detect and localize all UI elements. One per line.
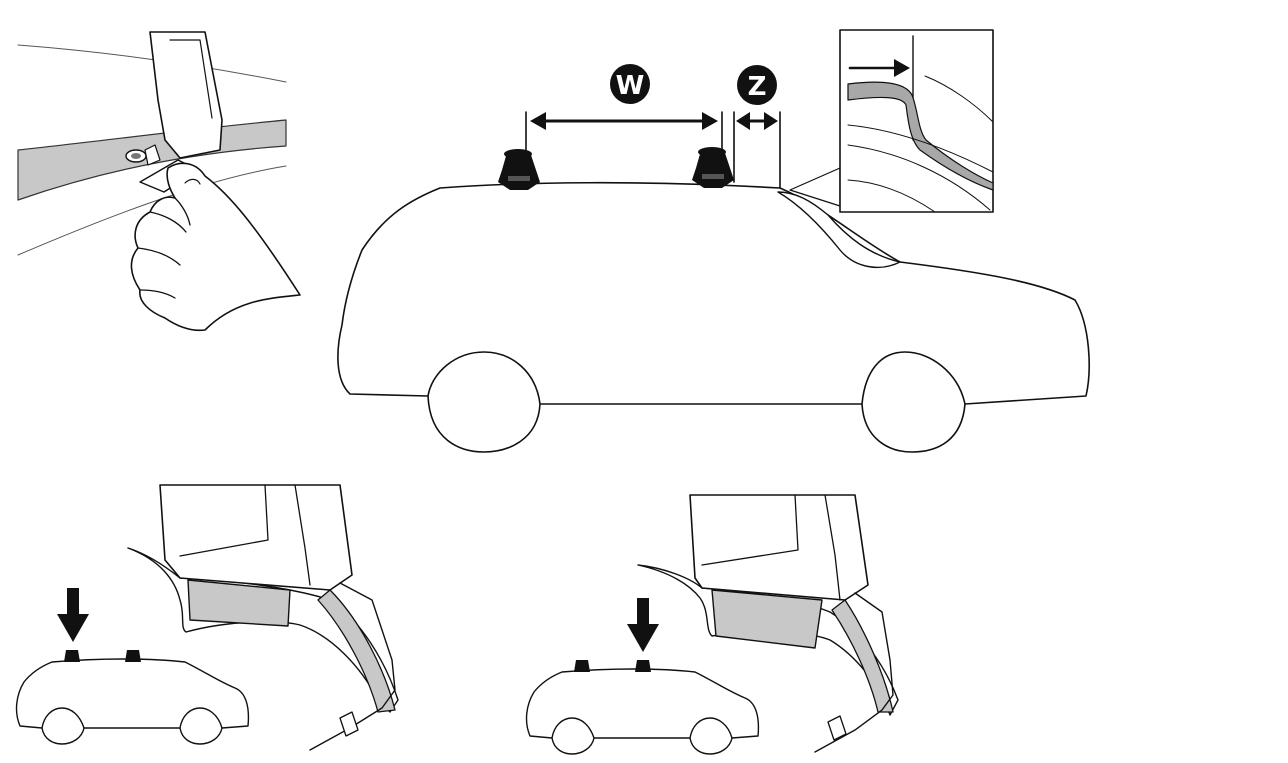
w-dimension: W <box>525 64 723 151</box>
z-badge <box>737 65 777 105</box>
foot-marker-front <box>574 660 590 672</box>
zoom-detail-box <box>839 29 994 213</box>
foot-closeup-front <box>127 484 399 751</box>
w-badge <box>610 64 650 104</box>
front-roof-rack-foot-icon <box>498 149 540 190</box>
small-car-rear-position <box>525 598 760 755</box>
w-label: W <box>616 71 645 101</box>
foot-marker-rear <box>125 650 141 662</box>
foot-marker-front <box>64 650 80 662</box>
z-dimension: Z <box>733 65 781 189</box>
foot-marker-rear <box>635 660 651 672</box>
hand-clip-detail <box>17 31 301 332</box>
small-car-front-position <box>15 588 250 745</box>
z-label: Z <box>748 72 767 102</box>
rear-roof-rack-foot-icon <box>692 147 734 188</box>
main-car-side-view <box>337 167 1090 453</box>
foot-closeup-rear <box>637 494 899 753</box>
down-arrow-icon <box>57 614 89 642</box>
down-arrow-icon <box>627 624 659 652</box>
right-arrow-icon <box>894 59 910 77</box>
